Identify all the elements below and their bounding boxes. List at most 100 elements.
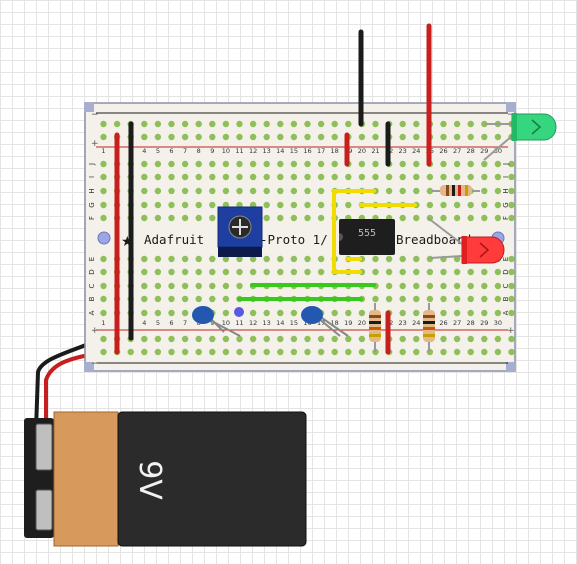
cap2-lead-b [321, 317, 349, 337]
breadboard-hole [154, 133, 162, 141]
res-v2-band1 [423, 315, 435, 318]
breadboard-hole [358, 173, 366, 181]
breadboard-hole [317, 160, 325, 168]
breadboard-hole [127, 348, 134, 356]
chip-label: 555 [358, 228, 376, 239]
breadboard-hole [222, 348, 230, 356]
breadboard-hole [358, 335, 366, 343]
breadboard-hole [141, 309, 148, 317]
column-label: 27 [453, 147, 461, 155]
breadboard-hole [290, 120, 298, 128]
breadboard-hole [263, 133, 270, 141]
breadboard-hole [372, 295, 379, 303]
breadboard-hole [249, 173, 257, 181]
cap1-body [192, 306, 214, 324]
breadboard-hole [100, 201, 107, 209]
breadboard-hole [154, 173, 162, 181]
rail-symbol-bl2: − [91, 359, 99, 369]
mount-hole-left [97, 231, 111, 245]
breadboard-hole [209, 120, 216, 128]
breadboard-hole [304, 348, 311, 356]
breadboard-hole [236, 268, 243, 276]
breadboard-hole [345, 348, 352, 356]
breadboard-hole [195, 348, 202, 356]
breadboard-hole [236, 160, 243, 168]
breadboard-hole [154, 120, 162, 128]
cap1-pad [234, 307, 244, 317]
breadboard-hole [385, 295, 393, 303]
breadboard-hole [209, 187, 216, 195]
breadboard-hole [154, 282, 162, 290]
breadboard-hole [453, 348, 461, 356]
breadboard-hole [290, 309, 298, 317]
column-label: 13 [263, 147, 271, 155]
breadboard-hole [209, 268, 216, 276]
breadboard-hole [467, 214, 474, 222]
breadboard-hole [508, 255, 515, 263]
column-label: 17 [317, 147, 325, 155]
breadboard-hole [481, 120, 488, 128]
res-v1-band1 [369, 315, 381, 318]
column-label: 24 [412, 147, 420, 155]
breadboard-hole [453, 335, 461, 343]
breadboard-hole [453, 133, 461, 141]
breadboard-hole [181, 309, 189, 317]
breadboard-hole [263, 335, 270, 343]
breadboard-hole [413, 255, 420, 263]
breadboard-hole [154, 201, 162, 209]
breadboard-hole [304, 335, 311, 343]
resistor-vertical-1 [369, 303, 381, 352]
rail-symbol-br: + [507, 326, 515, 336]
breadboard-hole [413, 309, 420, 317]
led-red-lead-b [429, 255, 463, 259]
breadboard-hole [426, 187, 434, 195]
breadboard-hole [100, 348, 107, 356]
breadboard-hole [154, 335, 162, 343]
breadboard-hole [277, 348, 284, 356]
rail-symbol-tl: − [91, 110, 99, 120]
breadboard-hole [481, 214, 488, 222]
row-label: G [88, 202, 96, 207]
breadboard-hole [277, 335, 284, 343]
breadboard-hole [263, 255, 270, 263]
breadboard-hole [168, 309, 175, 317]
breadboard-hole [154, 309, 162, 317]
breadboard-hole [168, 335, 175, 343]
breadboard-hole [195, 335, 202, 343]
row-label: J [502, 163, 510, 166]
column-label: 18 [331, 147, 339, 155]
breadboard-hole [494, 309, 502, 317]
breadboard-hole [331, 133, 338, 141]
breadboard-hole [209, 173, 216, 181]
breadboard-hole [304, 201, 311, 209]
breadboard-hole [317, 133, 325, 141]
breadboard-hole [399, 120, 406, 128]
breadboard-hole [168, 173, 175, 181]
breadboard-hole [290, 268, 298, 276]
breadboard-hole [440, 335, 447, 343]
breadboard-hole [453, 295, 461, 303]
column-label: 10 [222, 319, 230, 327]
breadboard-body [84, 102, 516, 372]
led-red [427, 217, 505, 264]
breadboard-hole [154, 268, 162, 276]
breadboard-hole [290, 160, 298, 168]
breadboard-hole [195, 255, 202, 263]
breadboard-hole [290, 201, 298, 209]
breadboard-hole [304, 160, 311, 168]
breadboard-hole [440, 282, 447, 290]
breadboard-hole [141, 214, 148, 222]
breadboard-hole [494, 268, 502, 276]
column-label: 29 [480, 319, 488, 327]
breadboard-hole [263, 201, 270, 209]
column-label: 14 [276, 147, 284, 155]
breadboard-hole [181, 282, 189, 290]
breadboard-hole [222, 295, 230, 303]
row-label: G [502, 202, 510, 207]
breadboard-hole [345, 173, 352, 181]
column-label: 5 [156, 319, 160, 327]
breadboard-hole [222, 187, 230, 195]
breadboard-hole [481, 187, 488, 195]
row-label: J [88, 163, 96, 166]
breadboard-hole [222, 120, 230, 128]
